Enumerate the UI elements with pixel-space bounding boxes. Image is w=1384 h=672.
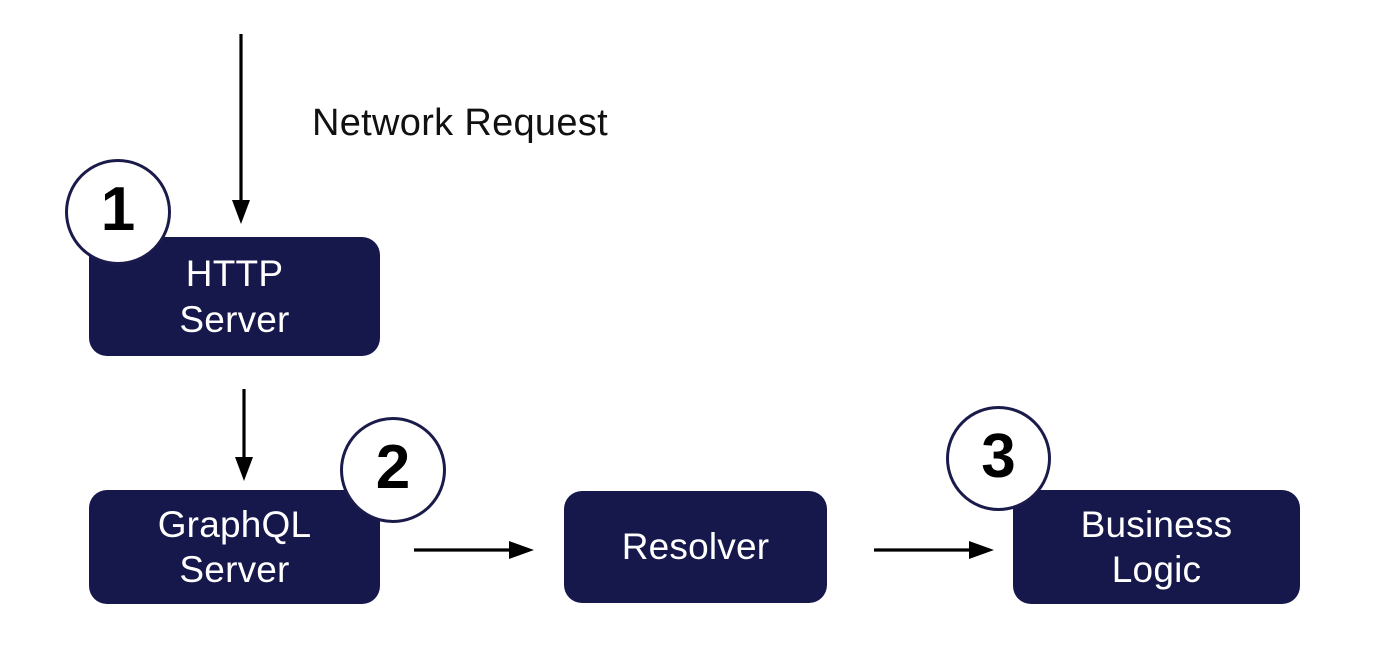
step-badge-3: 3 [946,406,1051,511]
arrow-network-to-http [232,34,250,224]
node-business-logic-label: Business Logic [1080,503,1233,590]
arrow-resolver-to-business [874,541,994,559]
step-badge-2: 2 [340,417,446,523]
network-request-label: Network Request [312,102,608,144]
step-badge-3-number: 3 [981,421,1016,491]
arrow-graphql-to-resolver [414,541,534,559]
step-badge-1-number: 1 [100,175,136,244]
node-graphql-server-label: GraphQL Server [157,503,312,590]
node-graphql-server[interactable]: GraphQL Server [89,490,380,604]
step-badge-2-number: 2 [375,433,411,502]
node-resolver[interactable]: Resolver [564,491,827,603]
node-business-logic[interactable]: Business Logic [1013,490,1300,604]
step-badge-1: 1 [65,159,171,265]
node-resolver-label: Resolver [621,526,770,568]
node-http-server-label: HTTP Server [179,253,290,340]
node-http-server[interactable]: HTTP Server [89,237,380,356]
arrow-http-to-graphql [235,389,253,481]
